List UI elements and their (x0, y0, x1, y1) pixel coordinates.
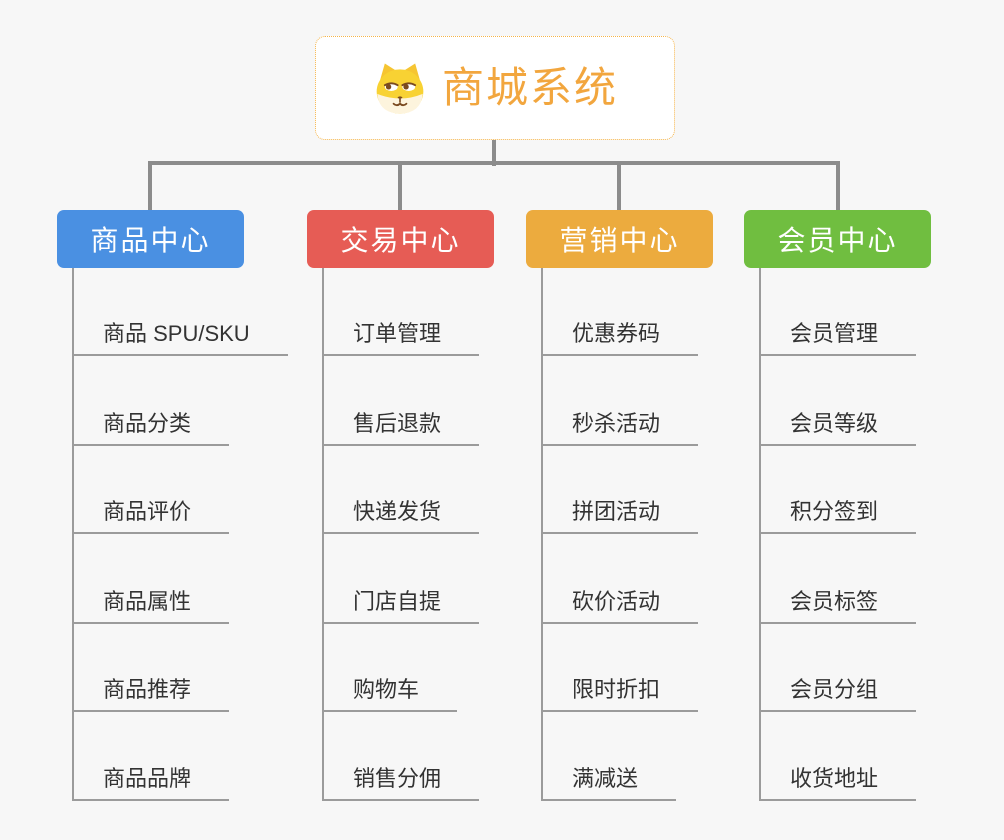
branch-item[interactable]: 商品 SPU/SKU (73, 322, 288, 356)
dog-face-icon (372, 61, 428, 115)
connector-drop-member (836, 161, 840, 210)
connector-drop-product (148, 161, 152, 210)
connector-bus (148, 161, 840, 165)
root-node[interactable]: 商城系统 (315, 36, 675, 140)
branch-item[interactable]: 销售分佣 (323, 767, 480, 801)
connector-drop-trade (398, 161, 402, 210)
branch-item[interactable]: 订单管理 (323, 322, 480, 356)
branch-member-center: 会员中心 会员管理 会员等级 积分签到 会员标签 会员分组 收货地址 (744, 210, 994, 810)
connector-root-stem (492, 140, 496, 166)
branch-item[interactable]: 限时折扣 (542, 678, 699, 712)
branch-item[interactable]: 商品属性 (73, 590, 230, 624)
branch-item[interactable]: 会员分组 (760, 678, 917, 712)
branch-item[interactable]: 优惠券码 (542, 322, 699, 356)
branch-item[interactable]: 会员管理 (760, 322, 917, 356)
branch-item[interactable]: 秒杀活动 (542, 412, 699, 446)
branch-connector-line (541, 268, 543, 801)
branch-connector-line (759, 268, 761, 801)
branch-header-trade-center[interactable]: 交易中心 (307, 210, 494, 268)
branch-item[interactable]: 快递发货 (323, 500, 480, 534)
branch-item[interactable]: 商品品牌 (73, 767, 230, 801)
branch-marketing-center: 营销中心 优惠券码 秒杀活动 拼团活动 砍价活动 限时折扣 满减送 (526, 210, 776, 810)
branch-connector-line (322, 268, 324, 801)
branch-header-marketing-center[interactable]: 营销中心 (526, 210, 713, 268)
root-title: 商城系统 (441, 64, 618, 111)
branch-item[interactable]: 售后退款 (323, 412, 480, 446)
branch-connector-line (72, 268, 74, 801)
branch-item[interactable]: 积分签到 (760, 500, 917, 534)
branch-item[interactable]: 拼团活动 (542, 500, 699, 534)
branch-item[interactable]: 会员标签 (760, 590, 917, 624)
branch-product-center: 商品中心 商品 SPU/SKU 商品分类 商品评价 商品属性 商品推荐 商品品牌 (57, 210, 307, 810)
branch-trade-center: 交易中心 订单管理 售后退款 快递发货 门店自提 购物车 销售分佣 (307, 210, 557, 810)
branch-header-member-center[interactable]: 会员中心 (744, 210, 931, 268)
branch-item[interactable]: 商品分类 (73, 412, 230, 446)
branch-item[interactable]: 商品评价 (73, 500, 230, 534)
connector-drop-marketing (617, 161, 621, 210)
branch-item[interactable]: 门店自提 (323, 590, 480, 624)
branch-item[interactable]: 满减送 (542, 767, 677, 801)
branch-item[interactable]: 会员等级 (760, 412, 917, 446)
branch-header-product-center[interactable]: 商品中心 (57, 210, 244, 268)
branch-item[interactable]: 砍价活动 (542, 590, 699, 624)
branch-item[interactable]: 商品推荐 (73, 678, 230, 712)
branch-item[interactable]: 购物车 (323, 678, 458, 712)
branch-item[interactable]: 收货地址 (760, 767, 917, 801)
